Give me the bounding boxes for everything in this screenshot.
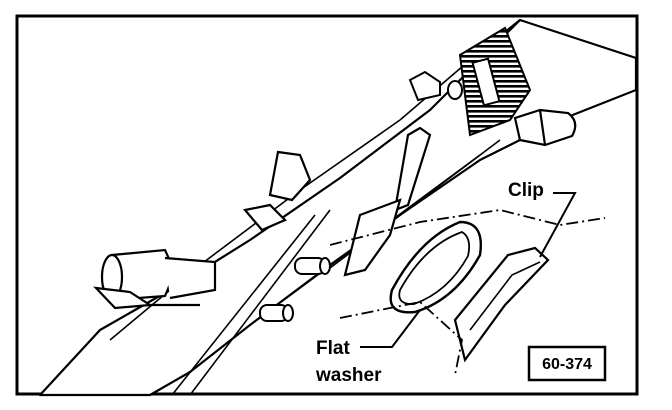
hatched-plate xyxy=(458,26,532,137)
flat-label: Flat xyxy=(316,338,350,359)
cylinder-connector xyxy=(93,248,217,310)
flat-washer xyxy=(389,220,482,314)
washer-leader xyxy=(360,309,421,348)
release-tab xyxy=(513,108,577,147)
figure-border xyxy=(15,14,639,396)
upper-post xyxy=(408,70,463,102)
assembly-axis xyxy=(329,209,606,246)
clip-part xyxy=(453,246,550,363)
ridge-slot xyxy=(343,126,432,277)
clip-label: Clip xyxy=(508,180,544,201)
figure-number: 60-374 xyxy=(542,356,592,373)
clip-leader xyxy=(539,192,577,258)
middle-bracket xyxy=(242,150,312,232)
washer-label: washer xyxy=(315,365,382,386)
figure-number-box xyxy=(527,345,607,382)
assembly-axis-lower xyxy=(339,301,463,376)
stud-upper xyxy=(294,257,331,275)
stud-lower xyxy=(259,304,294,322)
